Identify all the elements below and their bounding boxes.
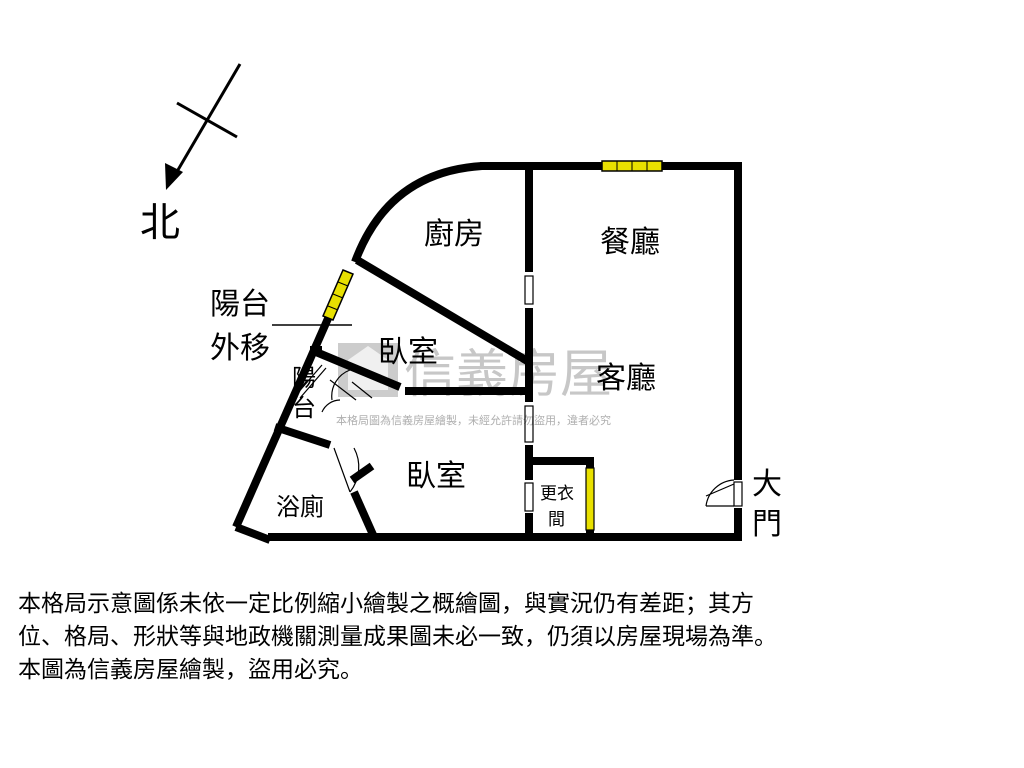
annotation-balcony-moved-1: 陽台 bbox=[210, 287, 270, 322]
door-frames bbox=[295, 275, 743, 512]
room-label-kitchen: 廚房 bbox=[424, 217, 484, 252]
disclaimer-line-1: 本格局示意圖係未依一定比例縮小繪製之概繪圖，與實況仍有差距；其方 bbox=[18, 591, 754, 617]
watermark-notice: 本格局圖為信義房屋繪製，未經允許請勿盜用，違者必究 bbox=[336, 413, 611, 427]
room-label-closet-2: 間 bbox=[548, 510, 565, 530]
room-label-living: 客廳 bbox=[596, 361, 656, 396]
window-top bbox=[601, 160, 663, 172]
room-label-entrance-1: 大 bbox=[752, 467, 782, 502]
room-label-bathroom: 浴廁 bbox=[276, 493, 324, 521]
disclaimer: 本格局示意圖係未依一定比例縮小繪製之概繪圖，與實況仍有差距；其方 位、格局、形狀… bbox=[18, 588, 1013, 687]
bathroom-door-icon bbox=[333, 447, 360, 493]
room-label-entrance-2: 門 bbox=[752, 507, 782, 542]
room-label-bedroom-upper: 臥室 bbox=[378, 335, 438, 370]
balcony-door-icon bbox=[329, 369, 373, 401]
windows bbox=[322, 160, 663, 531]
room-label-dining: 餐廳 bbox=[600, 225, 660, 260]
annotation-balcony-moved-2: 外移 bbox=[210, 331, 270, 366]
room-label-bedroom-lower: 臥室 bbox=[406, 459, 466, 494]
north-arrow-icon bbox=[165, 63, 242, 190]
entrance-door-icon bbox=[705, 479, 735, 507]
window-closet bbox=[585, 467, 595, 531]
disclaimer-line-3: 本圖為信義房屋繪製，盜用必究。 bbox=[18, 657, 363, 683]
disclaimer-line-2: 位、格局、形狀等與地政機關測量成果圖未必一致，仍須以房屋現場為準。 bbox=[18, 624, 777, 650]
bedroom-door-icon bbox=[321, 399, 341, 413]
room-label-balcony-1: 陽 bbox=[292, 364, 316, 392]
door-swings bbox=[321, 369, 735, 507]
north-label: 北 bbox=[140, 200, 180, 246]
window-west bbox=[322, 269, 354, 321]
room-label-closet-1: 更衣 bbox=[540, 484, 574, 504]
room-label-balcony-2: 台 bbox=[292, 394, 316, 422]
interior-walls bbox=[273, 170, 594, 539]
